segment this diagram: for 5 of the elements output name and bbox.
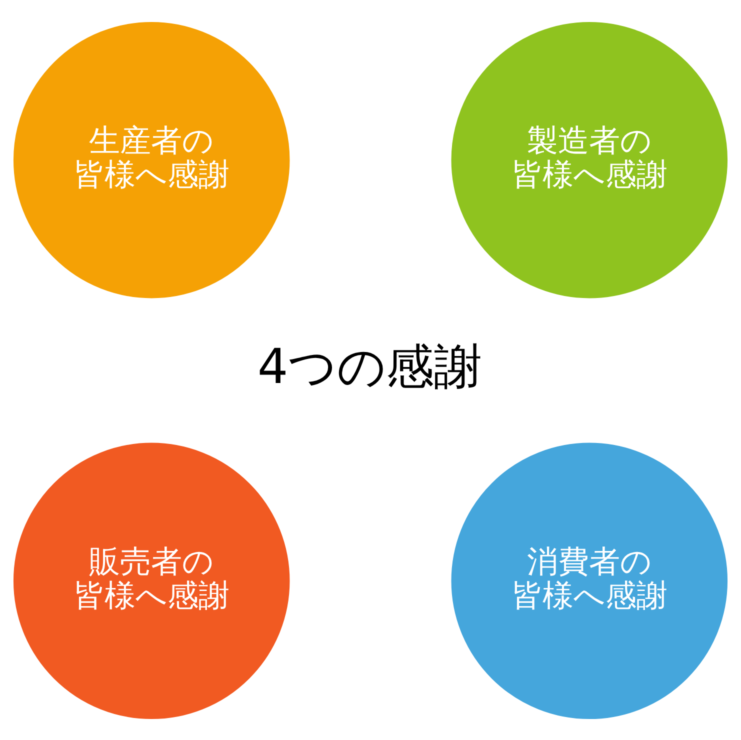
node-circle: 生産者の皆様へ感謝 bbox=[13, 21, 290, 298]
label: 4つの感謝 bbox=[257, 338, 482, 394]
node-circle: 製造者の皆様へ感謝 bbox=[451, 21, 728, 298]
node-circle: 消費者の皆様へ感謝 bbox=[451, 442, 728, 719]
node-circle: 販売者の皆様へ感謝 bbox=[13, 442, 290, 719]
